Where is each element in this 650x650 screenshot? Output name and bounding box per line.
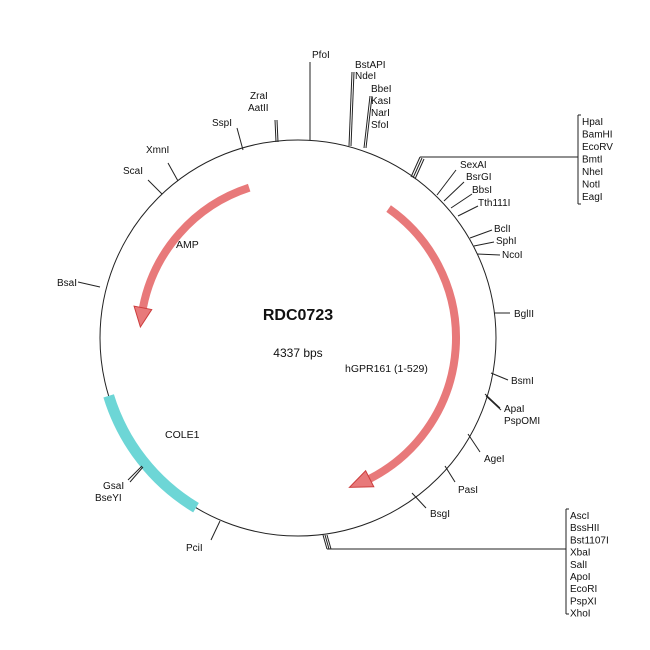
site-label: BsrGI [466, 172, 492, 183]
site-label: HpaI [582, 117, 603, 128]
feature-label-hgpr161: hGPR161 (1-529) [345, 363, 428, 375]
site-label: BglII [514, 309, 534, 320]
site-label: BstAPI [355, 60, 386, 71]
site-label: BmtI [582, 155, 603, 166]
site-label: NarI [371, 108, 390, 119]
plasmid-size: 4337 bps [273, 346, 322, 360]
site-label: XhoI [570, 609, 591, 620]
site-label: PspOMI [504, 416, 540, 427]
site-label: ApaI [504, 404, 525, 415]
site-label: BssHII [570, 523, 599, 534]
site-label: BbeI [371, 84, 392, 95]
site-label: SfoI [371, 120, 389, 131]
site-label: AgeI [484, 454, 505, 465]
site-label: AscI [570, 511, 589, 522]
site-label: PfoI [312, 50, 330, 61]
site-label: SspI [212, 118, 232, 129]
site-label: PspXI [570, 596, 597, 607]
site-label: BsgI [430, 509, 450, 520]
feature-amp-arrow-body [138, 183, 251, 309]
site-label: BclI [494, 224, 511, 235]
site-label: GsaI [103, 481, 124, 492]
feature-cole1-arc [103, 394, 199, 513]
plasmid-name: RDC0723 [263, 307, 333, 324]
feature-hgpr161-arrow-body [367, 205, 460, 483]
feature-label-amp: AMP [176, 239, 199, 251]
feature-hgpr161-arrowhead [348, 469, 375, 488]
site-label: BsmI [511, 376, 534, 387]
restriction-sites: PfoI BstAPI NdeI BbeI KasI NarI SfoI Zra… [57, 50, 613, 620]
site-label: XmnI [146, 145, 169, 156]
site-label: ApoI [570, 572, 591, 583]
backbone-circle [99, 139, 497, 537]
site-label: NotI [582, 180, 600, 191]
feature-amp-arrowhead [133, 305, 153, 329]
site-label: AatII [248, 103, 269, 114]
site-label: BamHI [582, 130, 613, 141]
feature-label-cole1: COLE1 [165, 429, 200, 441]
site-label: NcoI [502, 250, 523, 261]
site-label: BsaI [57, 278, 77, 289]
site-label: ZraI [250, 91, 268, 102]
site-label: EcoRI [570, 584, 597, 595]
site-label: BbsI [472, 185, 492, 196]
site-label: NheI [582, 167, 603, 178]
site-label: SexAI [460, 160, 487, 171]
site-label: KasI [371, 96, 391, 107]
site-label: ScaI [123, 166, 143, 177]
site-label: PciI [186, 543, 203, 554]
site-label: SphI [496, 236, 517, 247]
features-layer [103, 183, 460, 513]
site-label: PasI [458, 485, 478, 496]
site-label: SalI [570, 560, 587, 571]
site-label: EagI [582, 192, 603, 203]
site-label: XbaI [570, 548, 591, 559]
site-label: Bst1107I [570, 535, 609, 546]
site-label: Tth111I [478, 198, 510, 209]
site-label: BseYI [95, 493, 122, 504]
site-label: EcoRV [582, 142, 613, 153]
site-label: NdeI [355, 71, 376, 82]
